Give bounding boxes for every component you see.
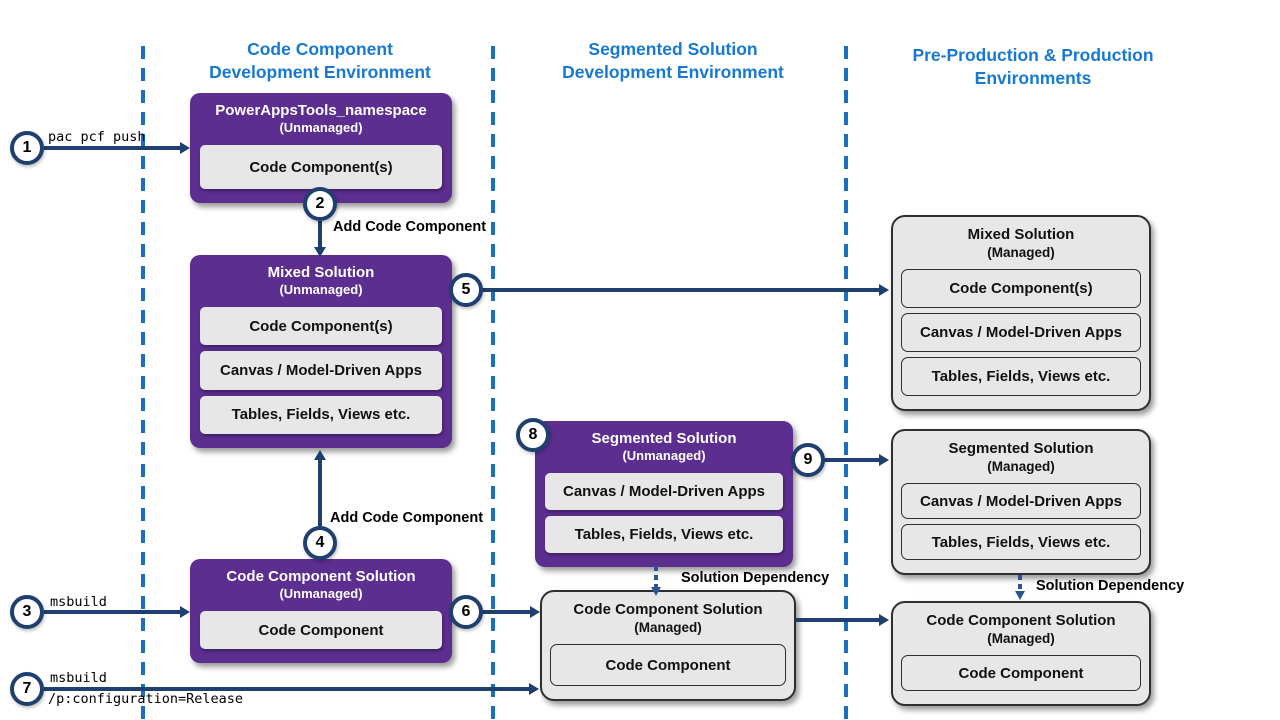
column-header-preprod-prod: Pre-Production & Production Environments xyxy=(863,44,1203,90)
arrow-step5-deploy-mixed-managed xyxy=(482,288,880,292)
column-header-segmented-dev: Segmented Solution Development Environme… xyxy=(503,38,843,84)
arrow-step3-msbuild xyxy=(44,610,181,614)
box-item: Code Component xyxy=(901,655,1141,691)
box-title: PowerAppsTools_namespace xyxy=(215,102,427,119)
box-subtitle: (Managed) xyxy=(987,631,1055,646)
box-mixed-solution-managed: Mixed Solution (Managed) Code Component(… xyxy=(891,215,1151,411)
box-mixed-solution-unmanaged: Mixed Solution (Unmanaged) Code Componen… xyxy=(190,255,452,448)
box-item: Code Component(s) xyxy=(901,269,1141,308)
step-circle-9: 9 xyxy=(791,443,825,477)
arrow-step2-add-code-component xyxy=(318,221,322,248)
box-item: Canvas / Model-Driven Apps xyxy=(200,351,442,390)
box-subtitle: (Unmanaged) xyxy=(279,120,363,135)
column-header-line: Environments xyxy=(974,68,1092,88)
box-subtitle: (Unmanaged) xyxy=(279,282,363,297)
box-subtitle: (Managed) xyxy=(987,459,1055,474)
box-title: Mixed Solution xyxy=(967,226,1075,243)
step-circle-4: 4 xyxy=(303,526,337,560)
box-item: Tables, Fields, Views etc. xyxy=(901,524,1141,560)
column-header-code-component-dev: Code Component Development Environment xyxy=(150,38,490,84)
box-item: Canvas / Model-Driven Apps xyxy=(901,483,1141,519)
box-item: Code Component(s) xyxy=(200,307,442,346)
step-circle-7: 7 xyxy=(10,672,44,706)
box-code-component-solution-unmanaged: Code Component Solution (Unmanaged) Code… xyxy=(190,559,452,663)
column-header-line: Code Component xyxy=(247,39,393,59)
column-separator-1 xyxy=(141,46,145,720)
arrow-step7-msbuild-release xyxy=(44,687,530,691)
box-item: Canvas / Model-Driven Apps xyxy=(901,313,1141,352)
box-code-component-solution-managed-mid: Code Component Solution (Managed) Code C… xyxy=(540,590,796,701)
box-title: Segmented Solution xyxy=(591,430,737,447)
column-header-line: Segmented Solution xyxy=(588,39,758,59)
box-subtitle: (Managed) xyxy=(987,245,1055,260)
arrow-solution-dependency-middle xyxy=(654,566,658,588)
arrow-step9-deploy-segmented-managed xyxy=(824,458,880,462)
arrow-code-component-managed-to-prod xyxy=(796,618,880,622)
box-code-component-solution-managed-prod: Code Component Solution (Managed) Code C… xyxy=(891,601,1151,706)
box-title: Code Component Solution xyxy=(573,601,763,618)
arrow-solution-dependency-right xyxy=(1018,575,1022,592)
command-label-msbuild: msbuild xyxy=(50,594,107,610)
box-subtitle: (Managed) xyxy=(634,620,702,635)
box-item: Code Component xyxy=(200,611,442,649)
arrow-step4-add-code-component xyxy=(318,459,322,526)
arrow-step1-pac-pcf-push xyxy=(44,146,181,150)
command-label-msbuild-release-line2: /p:configuration=Release xyxy=(48,691,244,707)
box-item: Code Component xyxy=(550,644,786,686)
box-title: Segmented Solution xyxy=(948,440,1094,457)
column-header-line: Pre-Production & Production xyxy=(912,45,1154,65)
box-title: Code Component Solution xyxy=(926,612,1116,629)
column-separator-3 xyxy=(844,46,848,720)
box-title: Mixed Solution xyxy=(267,264,375,281)
column-header-line: Development Environment xyxy=(562,62,784,82)
label-add-code-component-bottom: Add Code Component xyxy=(330,510,484,526)
column-header-line: Development Environment xyxy=(209,62,431,82)
step-circle-3: 3 xyxy=(10,595,44,629)
label-solution-dependency-middle: Solution Dependency xyxy=(681,570,830,586)
step-circle-1: 1 xyxy=(10,131,44,165)
step-circle-5: 5 xyxy=(449,273,483,307)
box-item: Canvas / Model-Driven Apps xyxy=(545,473,783,510)
box-subtitle: (Unmanaged) xyxy=(279,586,363,601)
box-item: Tables, Fields, Views etc. xyxy=(901,357,1141,396)
box-title: Code Component Solution xyxy=(226,568,416,585)
label-add-code-component-top: Add Code Component xyxy=(333,219,487,235)
column-separator-2 xyxy=(491,46,495,720)
box-powerappstools-namespace: PowerAppsTools_namespace (Unmanaged) Cod… xyxy=(190,93,452,203)
arrow-step6-import-managed xyxy=(482,610,531,614)
box-subtitle: (Unmanaged) xyxy=(622,448,706,463)
command-label-msbuild-release-line1: msbuild xyxy=(50,670,107,686)
box-item: Tables, Fields, Views etc. xyxy=(545,516,783,553)
box-item: Code Component(s) xyxy=(200,145,442,189)
step-circle-2: 2 xyxy=(303,187,337,221)
step-circle-8: 8 xyxy=(516,418,550,452)
step-circle-6: 6 xyxy=(449,595,483,629)
label-solution-dependency-right: Solution Dependency xyxy=(1036,578,1185,594)
box-item: Tables, Fields, Views etc. xyxy=(200,395,442,434)
box-segmented-solution-unmanaged: Segmented Solution (Unmanaged) Canvas / … xyxy=(535,421,793,567)
command-label-pac-pcf-push: pac pcf push xyxy=(48,129,146,145)
box-segmented-solution-managed: Segmented Solution (Managed) Canvas / Mo… xyxy=(891,429,1151,575)
